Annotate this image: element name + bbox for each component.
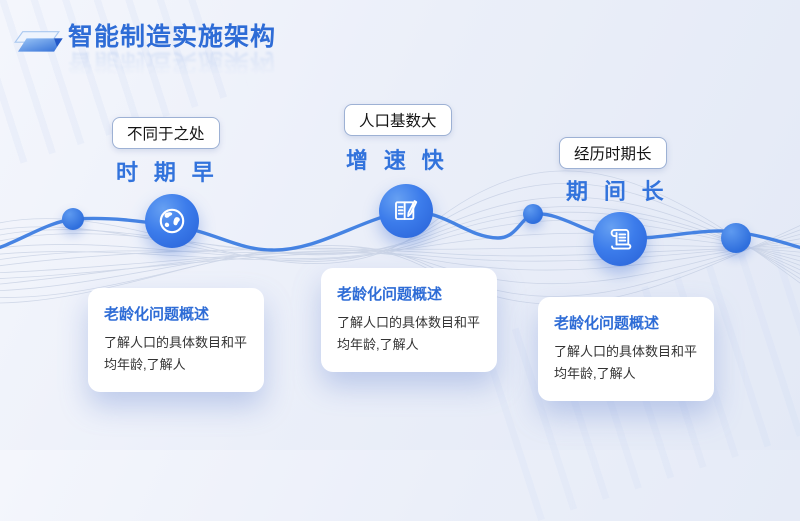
page-title: 智能制造实施架构 <box>68 23 277 51</box>
book-pen-icon <box>395 200 418 220</box>
milestone-tag-3: 经历时期长 <box>559 137 667 169</box>
card-title: 老龄化问题概述 <box>337 286 443 303</box>
milestone-tag-1: 不同于之处 <box>112 117 220 149</box>
timeline-node-2 <box>379 184 433 238</box>
info-card-3: 老龄化问题概述 了解人口的具体数目和平均年龄,了解人 <box>538 297 714 402</box>
timeline-dot <box>523 204 543 224</box>
globe-icon <box>159 208 185 234</box>
timeline-dot <box>721 223 751 253</box>
timeline-node-3 <box>593 212 647 266</box>
scroll-icon <box>610 229 632 250</box>
info-card-1: 老龄化问题概述 了解人口的具体数目和平均年龄,了解人 <box>88 288 264 393</box>
milestone-headline-1: 时期早 <box>116 160 230 185</box>
info-card-2: 老龄化问题概述 了解人口的具体数目和平均年龄,了解人 <box>321 268 497 373</box>
milestone-headline-3: 期间长 <box>566 179 680 204</box>
milestone-tag-2: 人口基数大 <box>344 104 452 136</box>
timeline-node-1 <box>145 194 199 248</box>
card-title: 老龄化问题概述 <box>104 306 210 323</box>
milestone-headline-2: 增速快 <box>346 148 460 173</box>
slide-header: 智能制造实施架构 智能制造实施架构 <box>10 23 277 77</box>
card-body: 了解人口的具体数目和平均年龄,了解人 <box>554 344 698 382</box>
layered-parallelogram-icon <box>14 31 63 52</box>
timeline-dot <box>62 208 84 230</box>
card-body: 了解人口的具体数目和平均年龄,了解人 <box>337 315 481 353</box>
card-body: 了解人口的具体数目和平均年龄,了解人 <box>104 335 248 373</box>
card-title: 老龄化问题概述 <box>554 315 660 332</box>
page-title-reflection: 智能制造实施架构 <box>68 48 277 77</box>
